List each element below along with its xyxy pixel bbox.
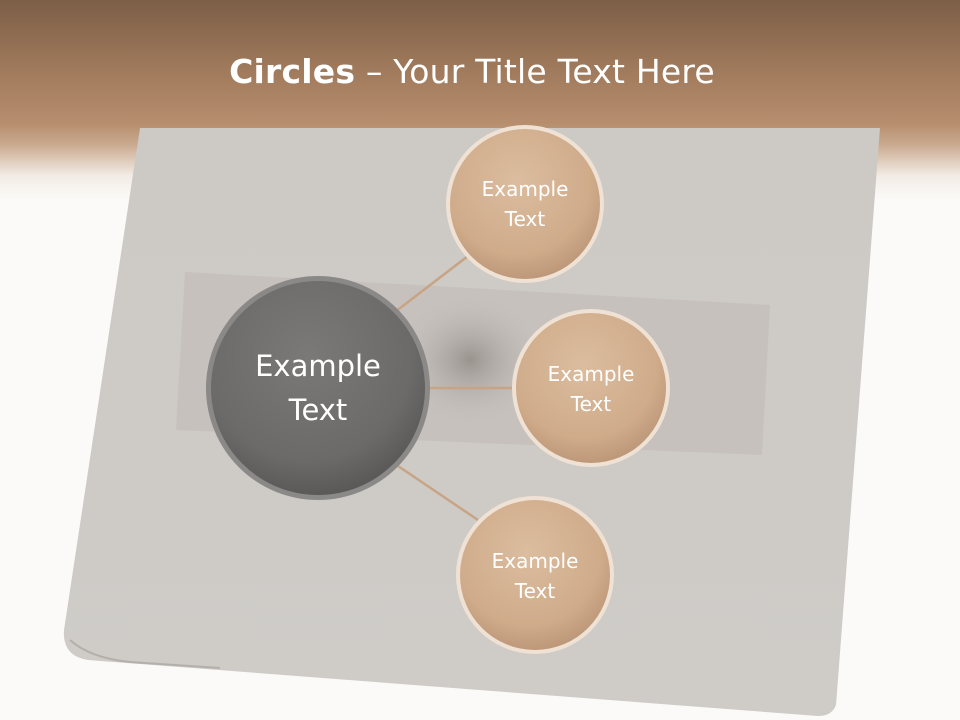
center-circle bbox=[211, 281, 425, 495]
node-label-1: Example Text bbox=[481, 177, 569, 231]
node-label-3: Example Text bbox=[491, 549, 579, 603]
slide-title: Circles – Your Title Text Here bbox=[0, 52, 944, 91]
node-label-2: Example Text bbox=[547, 362, 635, 416]
node-circle-2 bbox=[516, 313, 666, 463]
tablet-bottom-edge bbox=[69, 639, 221, 669]
title-rest: – Your Title Text Here bbox=[355, 52, 715, 91]
node-circle-1 bbox=[450, 129, 600, 279]
title-bold: Circles bbox=[229, 52, 356, 91]
center-circle-label: Example Text bbox=[255, 349, 381, 427]
connector-line-3 bbox=[397, 464, 479, 522]
handshake-shape bbox=[390, 290, 550, 430]
connector-line-1 bbox=[394, 255, 469, 313]
node-circle-3 bbox=[460, 500, 610, 650]
